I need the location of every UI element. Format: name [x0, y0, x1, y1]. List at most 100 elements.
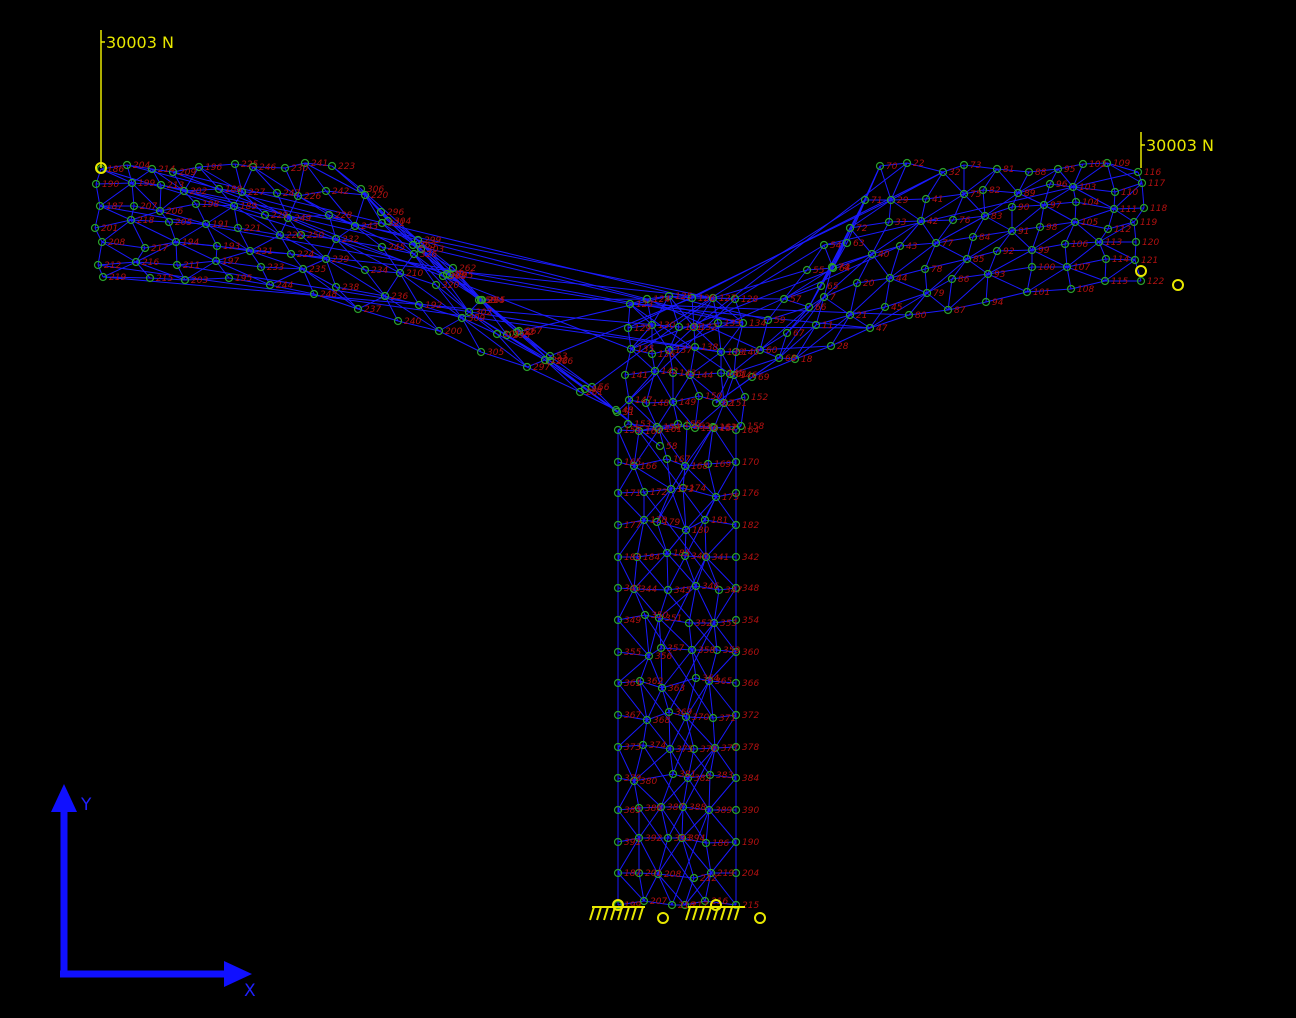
- truss-node[interactable]: [632, 552, 642, 562]
- truss-node[interactable]: [640, 610, 650, 620]
- truss-node[interactable]: [774, 353, 784, 363]
- truss-node[interactable]: [331, 282, 341, 292]
- truss-node[interactable]: [681, 712, 691, 722]
- truss-node[interactable]: [97, 237, 107, 247]
- truss-node[interactable]: [492, 329, 502, 339]
- truss-node[interactable]: [701, 552, 711, 562]
- truss-node[interactable]: [731, 742, 741, 752]
- truss-node[interactable]: [265, 280, 275, 290]
- truss-node[interactable]: [731, 520, 741, 530]
- truss-node[interactable]: [635, 676, 645, 686]
- truss-node[interactable]: [293, 191, 303, 201]
- truss-node[interactable]: [1101, 254, 1111, 264]
- truss-node[interactable]: [639, 896, 649, 906]
- truss-node[interactable]: [663, 585, 673, 595]
- truss-node[interactable]: [667, 900, 677, 910]
- truss-node[interactable]: [613, 742, 623, 752]
- truss-node[interactable]: [683, 773, 693, 783]
- truss-node[interactable]: [980, 211, 990, 221]
- truss-node[interactable]: [1139, 203, 1149, 213]
- truss-node[interactable]: [272, 188, 282, 198]
- truss-node[interactable]: [680, 461, 690, 471]
- truss-node[interactable]: [678, 802, 688, 812]
- truss-node[interactable]: [895, 241, 905, 251]
- truss-node[interactable]: [512, 327, 522, 337]
- truss-node[interactable]: [634, 868, 644, 878]
- truss-node[interactable]: [680, 900, 690, 910]
- truss-node[interactable]: [922, 288, 932, 298]
- truss-node[interactable]: [448, 263, 458, 273]
- truss-node[interactable]: [689, 744, 699, 754]
- truss-node[interactable]: [613, 678, 623, 688]
- truss-node[interactable]: [674, 322, 684, 332]
- truss-node[interactable]: [214, 184, 224, 194]
- truss-node[interactable]: [705, 770, 715, 780]
- truss-node[interactable]: [613, 805, 623, 815]
- truss-node[interactable]: [245, 246, 255, 256]
- truss-node[interactable]: [383, 216, 393, 226]
- truss-node[interactable]: [283, 213, 293, 223]
- truss-node[interactable]: [408, 240, 418, 250]
- truss-node[interactable]: [816, 281, 826, 291]
- truss-node[interactable]: [145, 273, 155, 283]
- truss-node[interactable]: [662, 454, 672, 464]
- truss-node[interactable]: [685, 370, 695, 380]
- truss-node[interactable]: [682, 421, 692, 431]
- truss-node[interactable]: [321, 254, 331, 264]
- truss-node[interactable]: [731, 837, 741, 847]
- truss-node[interactable]: [1070, 217, 1080, 227]
- truss-node[interactable]: [1100, 276, 1110, 286]
- truss-node[interactable]: [457, 313, 467, 323]
- truss-node[interactable]: [708, 422, 718, 432]
- truss-node[interactable]: [668, 368, 678, 378]
- truss-node[interactable]: [664, 345, 674, 355]
- truss-node[interactable]: [155, 206, 165, 216]
- truss-node[interactable]: [709, 618, 719, 628]
- truss-node[interactable]: [309, 289, 319, 299]
- truss-node[interactable]: [1007, 226, 1017, 236]
- truss-node[interactable]: [654, 424, 664, 434]
- truss-node[interactable]: [959, 189, 969, 199]
- truss-node[interactable]: [140, 243, 150, 253]
- truss-node[interactable]: [613, 425, 623, 435]
- truss-node[interactable]: [708, 293, 718, 303]
- truss-node[interactable]: [477, 295, 487, 305]
- truss-node[interactable]: [201, 219, 211, 229]
- truss-node[interactable]: [131, 257, 141, 267]
- truss-node[interactable]: [691, 673, 701, 683]
- truss-node[interactable]: [663, 833, 673, 843]
- truss-node[interactable]: [587, 382, 597, 392]
- truss-node[interactable]: [191, 199, 201, 209]
- truss-node[interactable]: [613, 488, 623, 498]
- truss-node[interactable]: [275, 230, 285, 240]
- truss-node[interactable]: [642, 715, 652, 725]
- truss-node[interactable]: [168, 167, 178, 177]
- truss-node[interactable]: [731, 868, 741, 878]
- truss-node[interactable]: [689, 873, 699, 883]
- truss-node[interactable]: [711, 492, 721, 502]
- truss-node[interactable]: [395, 268, 405, 278]
- truss-node[interactable]: [1039, 200, 1049, 210]
- truss-node[interactable]: [416, 244, 426, 254]
- truss-node[interactable]: [731, 583, 741, 593]
- truss-node[interactable]: [147, 164, 157, 174]
- truss-node[interactable]: [736, 421, 746, 431]
- truss-node[interactable]: [1094, 237, 1104, 247]
- truss-node[interactable]: [413, 235, 423, 245]
- truss-node[interactable]: [680, 551, 690, 561]
- truss-node[interactable]: [708, 713, 718, 723]
- truss-node[interactable]: [826, 341, 836, 351]
- truss-node[interactable]: [886, 195, 896, 205]
- truss-node[interactable]: [377, 242, 387, 252]
- truss-node[interactable]: [230, 159, 240, 169]
- truss-node[interactable]: [652, 422, 662, 432]
- truss-node[interactable]: [884, 217, 894, 227]
- truss-node[interactable]: [802, 265, 812, 275]
- truss-node[interactable]: [353, 304, 363, 314]
- truss-node[interactable]: [947, 274, 957, 284]
- truss-node[interactable]: [331, 234, 341, 244]
- truss-node[interactable]: [1137, 178, 1147, 188]
- truss-node[interactable]: [662, 548, 672, 558]
- truss-node[interactable]: [731, 805, 741, 815]
- truss-node[interactable]: [1022, 287, 1032, 297]
